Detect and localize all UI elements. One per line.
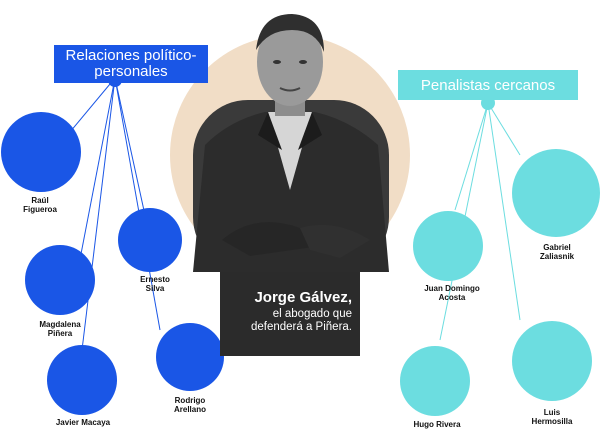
node-magdalena-pinera [25, 245, 95, 315]
node-ernesto-silva [118, 208, 182, 272]
label-luis-hermosilla: Luis Hermosilla [531, 408, 573, 426]
right-group-title: Penalistas cercanos [420, 77, 556, 94]
label-ernesto-silva: Ernesto Silva [140, 275, 170, 293]
label-gabriel-zaliasnik: Gabriel Zaliasnik [539, 243, 575, 261]
left-group-title: Relaciones político- personales [65, 47, 197, 80]
label-hugo-rivera: Hugo Rivera [413, 420, 461, 429]
node-raul-figueroa [1, 112, 81, 192]
center-caption-box: Jorge Gálvez, el abogado que defenderá a… [220, 272, 360, 356]
center-description: el abogado que defenderá a Piñera. [250, 308, 352, 333]
node-rodrigo-arellano [156, 323, 224, 391]
node-gabriel-zaliasnik [512, 149, 600, 237]
portrait-photo [193, 14, 389, 272]
node-juan-domingo-acosta [413, 211, 483, 281]
label-raul-figueroa: Raúl Figueroa [23, 196, 57, 214]
node-javier-macaya [47, 345, 117, 415]
label-javier-macaya: Javier Macaya [55, 418, 111, 427]
node-luis-hermosilla [512, 321, 592, 401]
center-name: Jorge Gálvez, [254, 289, 352, 306]
label-magdalena-pinera: Magdalena Piñera [39, 320, 81, 338]
right-group-header-box [398, 70, 578, 100]
label-rodrigo-arellano: Rodrigo Arellano [173, 396, 206, 414]
node-hugo-rivera [400, 346, 470, 416]
left-group-header-box [54, 45, 208, 83]
label-juan-domingo-acosta: Juan Domingo Acosta [424, 284, 480, 302]
